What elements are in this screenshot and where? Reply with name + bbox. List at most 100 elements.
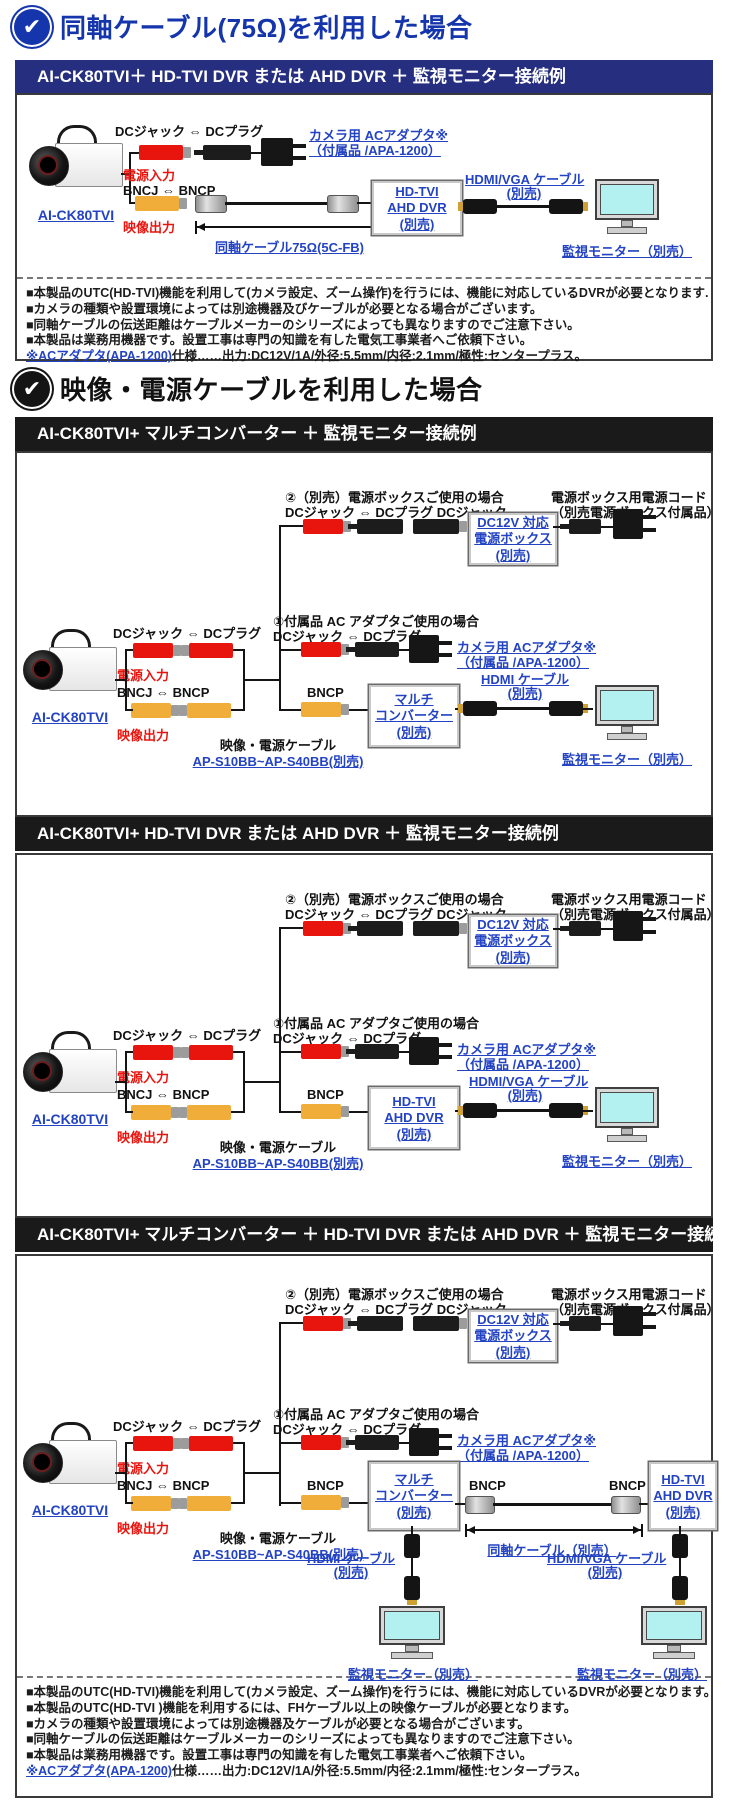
multi-converter-link-3[interactable]: (別売) — [396, 724, 432, 740]
dvr-link-3[interactable]: (別売) — [396, 1126, 432, 1142]
bnc-jack-yellow-connector — [301, 1495, 349, 1510]
dvr-link-2[interactable]: AHD DVR — [384, 1110, 444, 1126]
wire — [243, 679, 279, 681]
camera-body-icon — [49, 647, 117, 691]
hdmi-cable-icon — [458, 1103, 588, 1119]
power-box-link-2[interactable]: 電源ボックス — [474, 531, 552, 547]
dc-jack-red-connector — [139, 145, 191, 160]
dc-jack-black-connector — [413, 519, 467, 534]
power-box-link-1[interactable]: DC12V 対応 — [477, 1311, 549, 1327]
camera-cable-icon — [51, 1031, 91, 1064]
power-input-label: 電源入力 — [117, 668, 170, 683]
ac-adapter-spec-link[interactable]: ※ACアダプタ(APA-1200) — [26, 349, 172, 364]
power-box-link-3[interactable]: (別売) — [495, 547, 531, 563]
dvr-link-3[interactable]: (別売) — [399, 216, 435, 232]
note-line-spec: ※ACアダプタ(APA-1200)仕様……出力:DC12V/1A/外径:5.5m… — [26, 1764, 702, 1780]
hdmi-cable-link[interactable]: HDMI ケーブル — [306, 1551, 396, 1566]
coax-dimension-arrow — [195, 221, 389, 234]
power-input-label: 電源入力 — [123, 168, 176, 183]
coax-sold-sep-link[interactable]: 同軸ケーブル（別売） — [487, 1543, 617, 1558]
ac-adapter-link-2[interactable]: （付属品 /APA-1200） — [457, 655, 589, 670]
wire — [553, 526, 563, 528]
wire — [601, 1323, 613, 1325]
coax-cable-link[interactable]: 同軸ケーブル75Ω(5C-FB) — [214, 240, 365, 255]
multi-converter-link-1[interactable]: マルチ — [394, 1471, 434, 1487]
diagram1: DCジャック ⇔ DCプラグ AI-CK80TVI 電源入力 カメラ用 ACアダ… — [17, 95, 711, 277]
coax-dimension-arrow — [465, 1524, 643, 1537]
wire — [125, 1442, 127, 1504]
bnc-jack-yellow-connector — [131, 1496, 179, 1511]
camera-lens-inner-icon — [32, 1452, 52, 1472]
dvr-link-2[interactable]: AHD DVR — [387, 200, 447, 216]
dc-pair-label: DCジャック ⇔ DCプラグ — [113, 626, 262, 641]
multi-converter-link-2[interactable]: コンバーター — [374, 708, 453, 724]
ac-adapter-link-1[interactable]: カメラ用 ACアダプタ※ — [457, 640, 597, 655]
ac-adapter-link-2[interactable]: （付属品 /APA-1200） — [457, 1057, 589, 1072]
power-box-link-1[interactable]: DC12V 対応 — [477, 916, 549, 932]
hdmi-vga-cable-sold-sep[interactable]: (別売) — [506, 186, 542, 201]
camera-model-link[interactable]: AI-CK80TVI — [37, 207, 115, 223]
ac-adapter-spec-link[interactable]: ※ACアダプタ(APA-1200) — [26, 1763, 172, 1778]
monitor-link[interactable]: 監視モニター（別売） — [576, 1667, 707, 1682]
diagram3: ②（別売）電源ボックスご使用の場合 DCジャック ⇔ DCプラグ DCジャック … — [17, 855, 720, 1216]
ac-adapter-link-1[interactable]: カメラ用 ACアダプタ※ — [457, 1433, 597, 1448]
bnc-coax-connector — [465, 1496, 495, 1514]
power-box-link-2[interactable]: 電源ボックス — [474, 1328, 552, 1344]
wire — [349, 1111, 369, 1113]
power-box-link-1[interactable]: DC12V 対応 — [477, 514, 549, 530]
ac-adapter-link-2[interactable]: （付属品 /APA-1200） — [309, 143, 441, 158]
dc-jack-red-connector — [301, 642, 349, 657]
header-bar-1: AI-CK80TVI＋ HD-TVI DVR または AHD DVR ＋ 監視モ… — [15, 60, 713, 94]
bnc-jack-yellow-connector — [301, 1104, 349, 1119]
power-box-link-3[interactable]: (別売) — [495, 949, 531, 965]
hdmi-vga-cable-link[interactable]: HDMI/VGA ケーブル — [465, 172, 585, 187]
hdmi-vga-cable-sold-sep[interactable]: (別売) — [587, 1565, 623, 1580]
hdmi-vga-cable-sold-sep[interactable]: (別売) — [507, 1088, 543, 1103]
hdmi-cable-sold-sep[interactable]: (別売) — [333, 1565, 369, 1580]
wire — [125, 1051, 127, 1113]
dvr-link-2[interactable]: AHD DVR — [653, 1488, 713, 1504]
av-cable-link[interactable]: AP-S10BB~AP-S40BB(別売) — [192, 1547, 364, 1562]
dvr-link-1[interactable]: HD-TVI — [661, 1471, 705, 1487]
multi-converter-link-2[interactable]: コンバーター — [374, 1488, 453, 1504]
camera-lens-inner-icon — [32, 659, 52, 679]
dvr-link-1[interactable]: HD-TVI — [392, 1093, 436, 1109]
hdmi-vga-cable-link[interactable]: HDMI/VGA ケーブル — [469, 1074, 589, 1089]
hdmi-cable-sold-sep[interactable]: (別売) — [507, 686, 543, 701]
monitor-link[interactable]: 監視モニター（別売） — [561, 244, 692, 259]
note-line: ■同軸ケーブルの伝送距離はケーブルメーカーのシリーズによっても異なりますのでご注… — [26, 1732, 580, 1747]
ac-adapter-link-2[interactable]: （付属品 /APA-1200） — [457, 1448, 589, 1463]
ac-adapter-link-1[interactable]: カメラ用 ACアダプタ※ — [457, 1042, 597, 1057]
monitor-link[interactable]: 監視モニター（別売） — [347, 1667, 478, 1682]
camera-model-link[interactable]: AI-CK80TVI — [31, 1111, 109, 1127]
power-box-link-3[interactable]: (別売) — [495, 1344, 531, 1360]
wire — [279, 525, 281, 711]
camera-model-link[interactable]: AI-CK80TVI — [31, 709, 109, 725]
monitor-link[interactable]: 監視モニター（別売） — [561, 1154, 692, 1169]
bncp-label: BNCP — [307, 1087, 344, 1102]
camera-cable-icon — [51, 1422, 91, 1455]
monitor-icon — [379, 1606, 445, 1662]
power-box-link-2[interactable]: 電源ボックス — [474, 933, 552, 949]
camera-model-link[interactable]: AI-CK80TVI — [31, 1502, 109, 1518]
wire — [279, 1322, 303, 1324]
dvr-link-1[interactable]: HD-TVI — [395, 183, 439, 199]
av-cable-link[interactable]: AP-S10BB~AP-S40BB(別売) — [192, 1156, 364, 1171]
dc-jack-red-connector — [301, 1435, 349, 1450]
av-cable-link[interactable]: AP-S10BB~AP-S40BB(別売) — [192, 754, 364, 769]
monitor-icon — [595, 685, 659, 743]
camera-graphic — [23, 629, 117, 701]
hdmi-cable-link[interactable]: HDMI ケーブル — [480, 672, 570, 687]
wall-plug-icon — [613, 1306, 643, 1336]
ac-adapter-link-1[interactable]: カメラ用 ACアダプタ※ — [309, 128, 449, 143]
dc-triple-label: DCジャック ⇔ DCプラグ DCジャック — [285, 505, 507, 520]
dvr-link-3[interactable]: (別売) — [665, 1504, 701, 1520]
dc-pair-label: DCジャック ⇔ DCプラグ — [273, 629, 422, 644]
hdmi-vga-cable-link[interactable]: HDMI/VGA ケーブル — [547, 1551, 667, 1566]
multi-converter-link-1[interactable]: マルチ — [394, 691, 434, 707]
multi-converter-link-3[interactable]: (別売) — [396, 1504, 432, 1520]
header-bar-1-text: AI-CK80TVI＋ HD-TVI DVR または AHD DVR ＋ 監視モ… — [37, 67, 566, 86]
power-box: DC12V 対応 電源ボックス (別売) — [469, 915, 557, 967]
dc-pair-label: DCジャック ⇔ DCプラグ — [273, 1422, 422, 1437]
monitor-link[interactable]: 監視モニター（別売） — [561, 752, 692, 767]
